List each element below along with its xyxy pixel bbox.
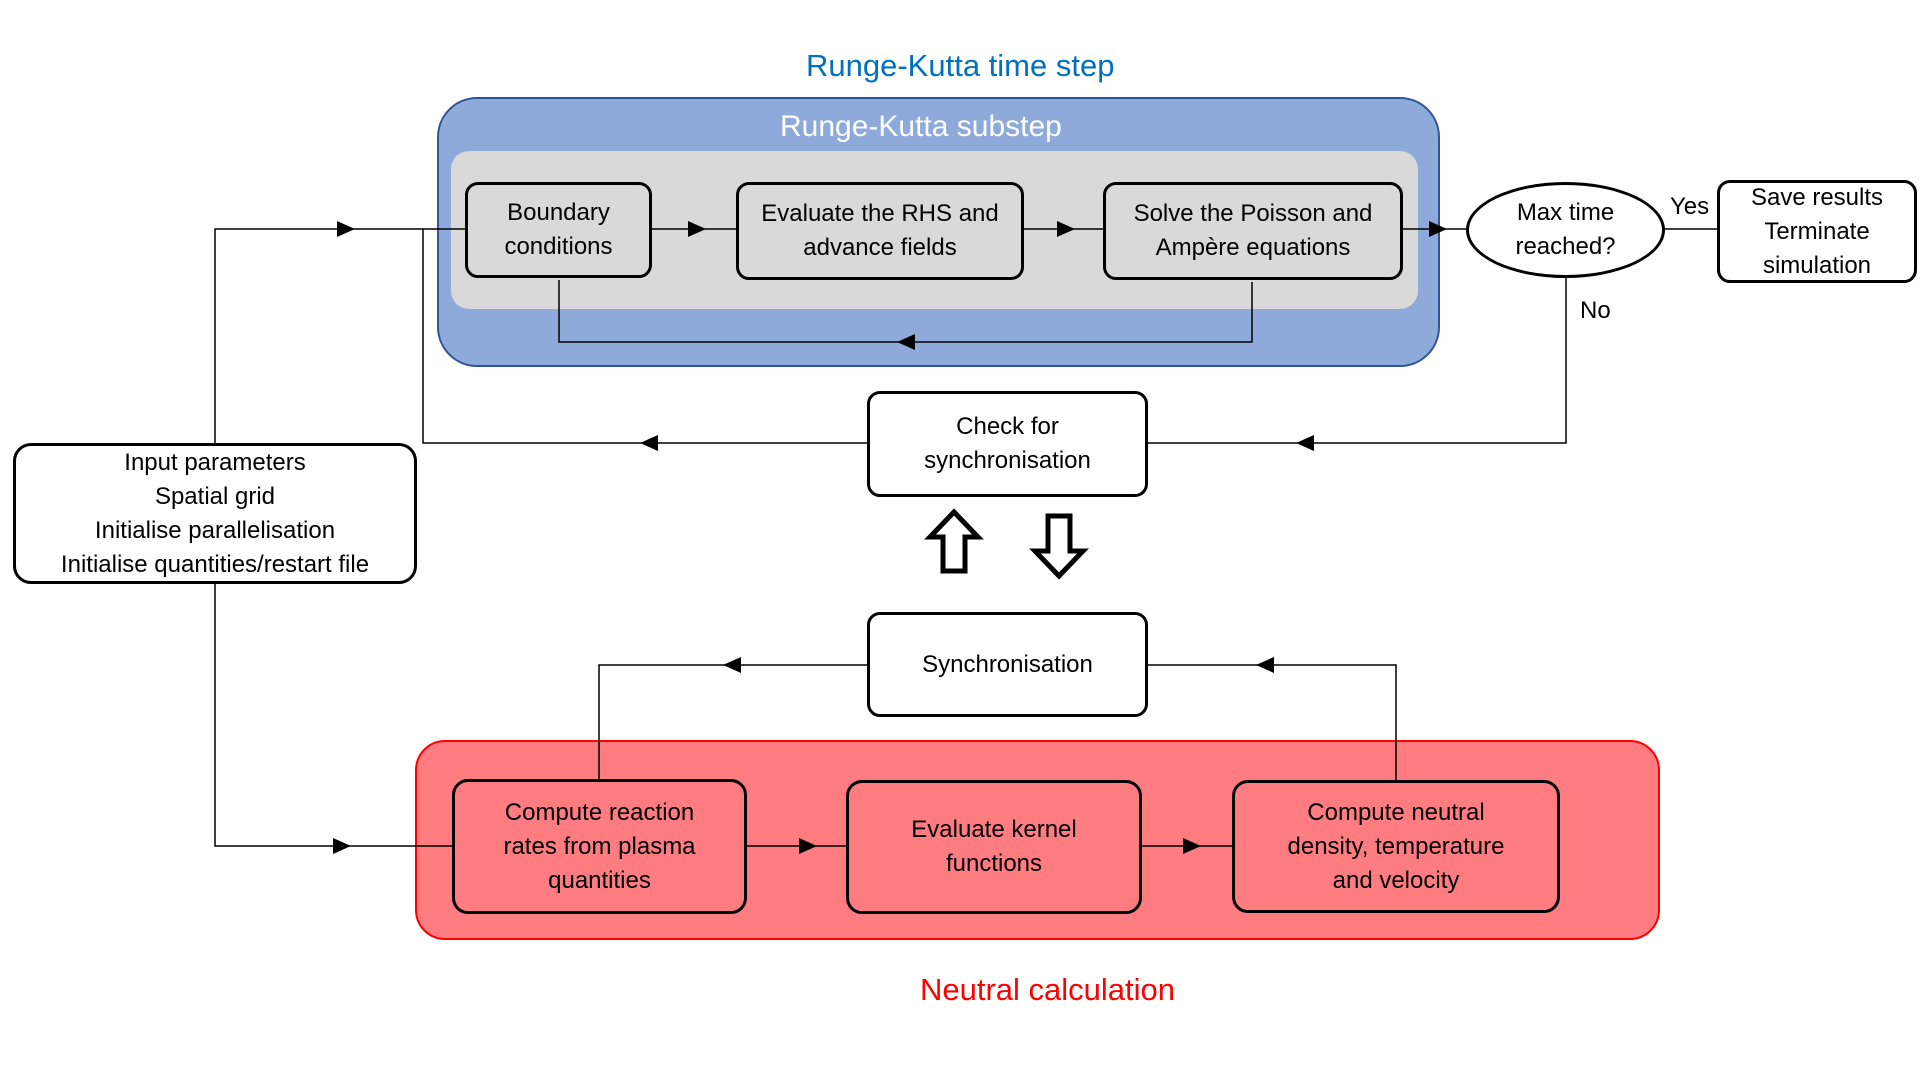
arrowhead [333, 838, 351, 854]
compute-neutral-node: Compute neutral density, temperature and… [1232, 780, 1560, 913]
sync-up-arrow [924, 508, 984, 574]
arrowhead [1256, 657, 1274, 673]
connector-input-to-neutral [214, 584, 452, 847]
arrowhead [1057, 221, 1075, 237]
arrowhead [337, 221, 355, 237]
arrowhead [897, 334, 915, 350]
neutral-calculation-title: Neutral calculation [920, 972, 1176, 1007]
input-parameters-node: Input parameters Spatial grid Initialise… [13, 443, 417, 584]
boundary-conditions-node: Boundary conditions [465, 182, 652, 278]
arrowhead [1296, 435, 1314, 451]
evaluate-kernel-node: Evaluate kernel functions [846, 780, 1142, 914]
connector-sync-to-rk [422, 229, 867, 444]
edge-label-yes: Yes [1670, 193, 1710, 220]
synchronisation-node: Synchronisation [867, 612, 1148, 717]
connector-neutral-to-sync [1148, 664, 1397, 780]
check-synchronisation-node: Check for synchronisation [867, 391, 1148, 497]
arrowhead [723, 657, 741, 673]
solve-poisson-node: Solve the Poisson and Ampère equations [1103, 182, 1403, 280]
edge-label-no: No [1580, 297, 1611, 324]
compute-reaction-rates-node: Compute reaction rates from plasma quant… [452, 779, 747, 914]
evaluate-rhs-node: Evaluate the RHS and advance fields [736, 182, 1024, 280]
rk-substep-title: Runge-Kutta substep [780, 110, 1062, 143]
connector-no [1148, 278, 1567, 444]
sync-down-arrow [1029, 513, 1089, 580]
connector-substep-loop [558, 280, 1253, 343]
rk-timestep-title: Runge-Kutta time step [806, 48, 1115, 83]
connector-input-to-rk [214, 228, 465, 443]
connector-reaction-to-sync [598, 664, 867, 779]
arrowhead [1429, 221, 1447, 237]
max-time-decision: Max time reached? [1466, 182, 1665, 278]
arrowhead [640, 435, 658, 451]
save-results-node: Save results Terminate simulation [1717, 180, 1917, 283]
arrowhead [688, 221, 706, 237]
arrowhead [1183, 838, 1201, 854]
arrowhead [799, 838, 817, 854]
